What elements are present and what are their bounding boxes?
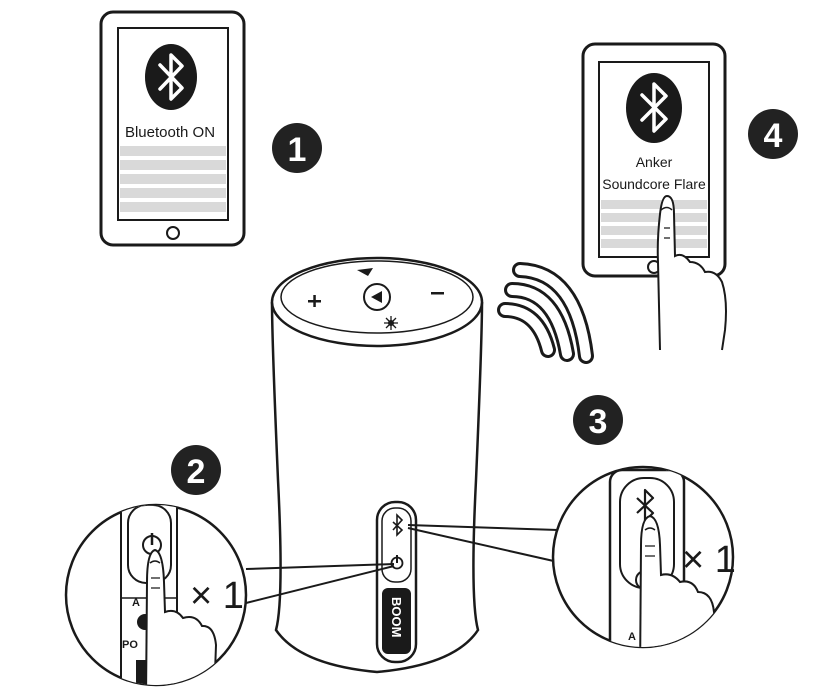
power-icon [390, 555, 404, 570]
light-icon [384, 316, 398, 330]
device-name-line2: Soundcore Flare [602, 176, 706, 192]
phone-left: Bluetooth ON [99, 10, 246, 247]
svg-text:3: 3 [589, 403, 608, 441]
list-stripes [601, 200, 707, 248]
svg-text:PO: PO [122, 639, 138, 651]
bluetooth-icon [145, 44, 197, 110]
speaker: BOOM [270, 256, 484, 674]
bass-boost-icon [357, 268, 373, 276]
phone-right: Anker Soundcore Flare [581, 42, 727, 351]
power-zoom-callout: A PO × 1 [64, 503, 395, 687]
finger-icon [144, 548, 218, 685]
svg-text:1: 1 [288, 131, 307, 169]
boom-label: BOOM [389, 597, 404, 637]
step-badge-1: 1 [272, 123, 322, 173]
step-badge-4: 4 [748, 109, 798, 159]
finger-icon [656, 194, 727, 351]
press-count-bluetooth: × 1 [682, 539, 736, 581]
svg-text:A: A [132, 597, 140, 609]
svg-text:4: 4 [764, 117, 783, 155]
bluetooth-icon [392, 513, 404, 537]
bluetooth-icon [626, 73, 682, 143]
bluetooth-icon [636, 488, 655, 523]
device-name-line1: Anker [636, 154, 673, 170]
svg-text:A: A [628, 631, 636, 643]
volume-down-icon [431, 292, 444, 295]
list-stripes [120, 146, 226, 212]
volume-up-icon [308, 295, 321, 307]
play-icon [363, 283, 391, 311]
signal-waves-icon [497, 262, 594, 364]
step-badge-3: 3 [573, 395, 623, 445]
svg-text:2: 2 [187, 453, 206, 491]
step-badge-2: 2 [171, 445, 221, 495]
bluetooth-on-label: Bluetooth ON [125, 124, 215, 141]
press-count-power: × 1 [190, 575, 244, 617]
